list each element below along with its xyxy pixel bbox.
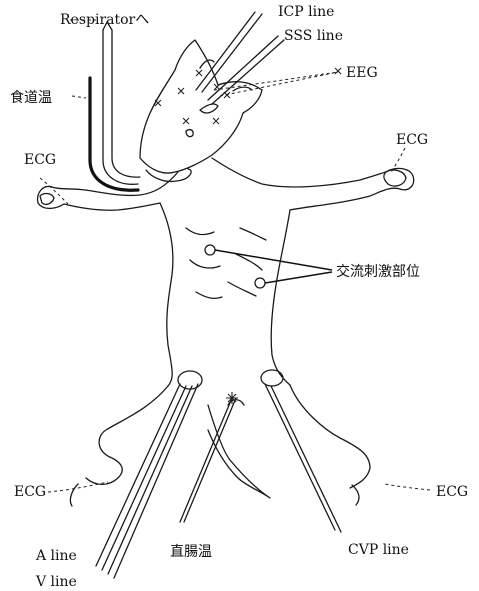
- ecg-left-leg-label: ECG: [14, 484, 46, 500]
- rectal-temp-label: 直腸温: [170, 543, 212, 560]
- eeg-lead-dashed: [214, 72, 338, 96]
- icp-line-label: ICP line: [278, 4, 334, 20]
- respirator-tube: [70, 20, 140, 184]
- eeg-electrode-marks: [155, 68, 341, 124]
- a-line-label: A line: [35, 548, 77, 564]
- cvp-line-catheter: [261, 370, 341, 532]
- esophageal-temp-probe: [90, 78, 138, 190]
- ecg-left-arm-label: ECG: [24, 152, 56, 168]
- ac-stimulation-site-label: 交流刺激部位: [336, 263, 420, 280]
- ac-stimulation-sites: [205, 245, 332, 288]
- ecg-right-arm-label: ECG: [396, 132, 428, 148]
- cvp-line-label: CVP line: [348, 542, 409, 558]
- v-line-label: V line: [35, 574, 77, 590]
- respirator-label: Respiratorへ: [60, 12, 149, 28]
- ecg-left-arm-lead: [40, 178, 68, 204]
- ecg-right-leg-lead: [385, 484, 430, 490]
- ecg-right-leg-label: ECG: [436, 484, 468, 500]
- rectal-temp-probe: [180, 392, 238, 522]
- icp-sss-catheters: [196, 12, 284, 104]
- eeg-label: EEG: [346, 65, 378, 81]
- esophageal-label-lead: [72, 96, 86, 98]
- sss-line-label: SSS line: [284, 28, 343, 44]
- esophageal-temp-label: 食道温: [10, 89, 52, 106]
